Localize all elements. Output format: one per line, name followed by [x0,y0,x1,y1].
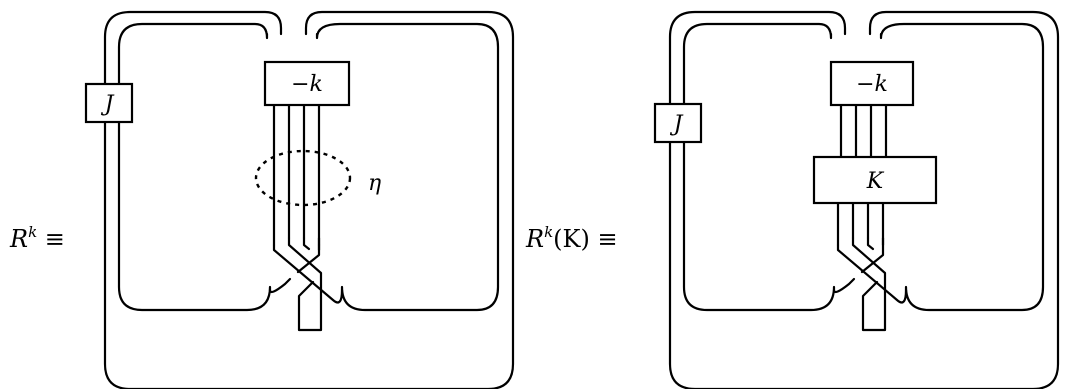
box-j [84,82,134,124]
crossing-strand [866,236,875,251]
equation-label-r-k-of-k: Rk(K) ≡ [525,223,618,253]
crossing-strand [302,236,311,251]
crossing-strand [836,243,908,304]
crossing-strand [268,277,292,294]
box-j [653,102,703,144]
crossing-strand [860,236,885,274]
diagram-r-k: Rk ≡ J −k η [9,10,515,389]
box-k-label: K [866,169,885,194]
crossing-strand [287,236,323,332]
outer-band-strand [879,22,1045,312]
outer-band-strand [682,22,836,312]
box-j-label: J [101,92,115,117]
eta-dashed-circle [254,149,352,207]
box-minus-k-label: −k [291,72,323,97]
box-minus-k-label: −k [856,72,888,97]
box-minus-k [829,60,915,107]
crossing-strand [272,243,344,304]
crossing-strand [296,236,321,274]
outer-band-strand [668,10,1060,389]
outer-band-strand [103,10,515,389]
equation-label-r-k: Rk ≡ [9,223,65,253]
outer-band-strand [117,22,272,312]
box-k [812,155,938,205]
box-minus-k [263,60,351,107]
eta-label: η [368,171,381,196]
diagram-r-k-of-k: Rk(K) ≡ J −k K [525,10,1060,389]
outer-band-strand [315,22,500,312]
box-j-label: J [670,112,684,137]
crossing-strand [832,277,856,294]
crossing-strand [851,236,887,332]
